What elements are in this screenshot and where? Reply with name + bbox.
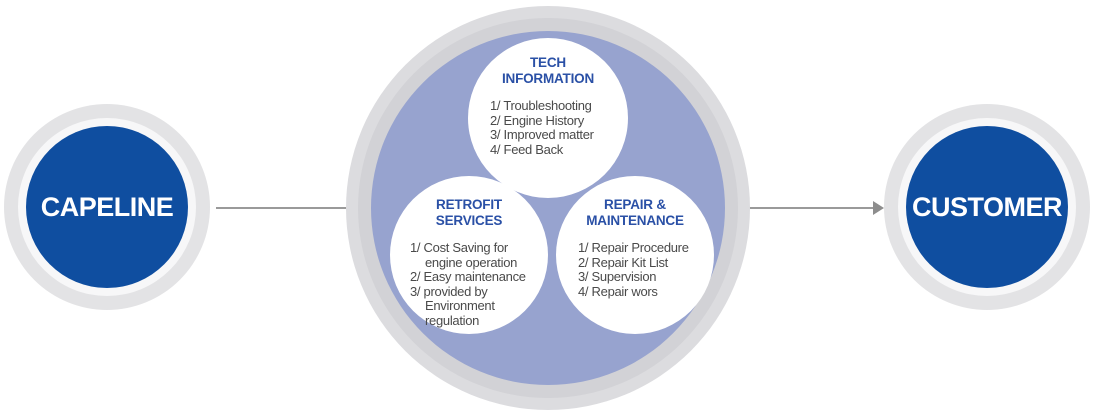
list-item: 3/ Improved matter	[490, 127, 594, 142]
repair-maintenance-list: 1/ Repair Procedure 2/ Repair Kit List 3…	[578, 240, 689, 299]
tech-title-line1: TECH	[530, 55, 566, 70]
tech-information-circle	[468, 38, 628, 198]
tech-information-title: TECH INFORMATION	[470, 55, 626, 87]
retrofit-services-circle	[390, 176, 548, 334]
retrofit-services-list: 1/ Cost Saving for engine operation 2/ E…	[410, 240, 526, 328]
list-item: 4/ Feed Back	[490, 141, 563, 157]
retrofit-title-line2: SERVICES	[435, 213, 503, 228]
arrowhead-icon	[873, 201, 884, 215]
repair-title-line2: MAINTENANCE	[586, 213, 684, 228]
capeline-node: CAPELINE	[26, 126, 188, 288]
capeline-label: CAPELINE	[40, 191, 174, 222]
list-item: 3/ provided by	[410, 283, 488, 299]
connector-right-line	[724, 207, 874, 209]
list-item: engine operation	[425, 254, 518, 270]
customer-node: CUSTOMER	[906, 126, 1068, 288]
repair-maintenance-title: REPAIR & MAINTENANCE	[558, 197, 712, 229]
tech-information-list: 1/ Troubleshooting 2/ Engine History 3/ …	[490, 98, 594, 157]
list-item: 1/ Troubleshooting	[490, 98, 592, 113]
repair-maintenance-circle	[556, 176, 714, 334]
list-item: Environment	[425, 298, 495, 313]
list-item: 2/ Easy maintenance	[410, 269, 526, 284]
repair-title-line1: REPAIR &	[604, 197, 666, 212]
list-item: 1/ Cost Saving for	[410, 240, 508, 255]
tech-title-line2: INFORMATION	[501, 71, 595, 86]
list-item: 3/ Supervision	[578, 269, 657, 284]
list-item: 4/ Repair wors	[578, 283, 658, 299]
list-item: 1/ Repair Procedure	[578, 240, 689, 255]
customer-label: CUSTOMER	[911, 191, 1063, 222]
retrofit-title-line1: RETROFIT	[436, 197, 502, 212]
list-item: regulation	[425, 312, 480, 328]
connector-left-line	[216, 207, 376, 209]
retrofit-services-title: RETROFIT SERVICES	[392, 197, 546, 229]
list-item: 2/ Engine History	[490, 112, 584, 128]
list-item: 2/ Repair Kit List	[578, 254, 668, 270]
